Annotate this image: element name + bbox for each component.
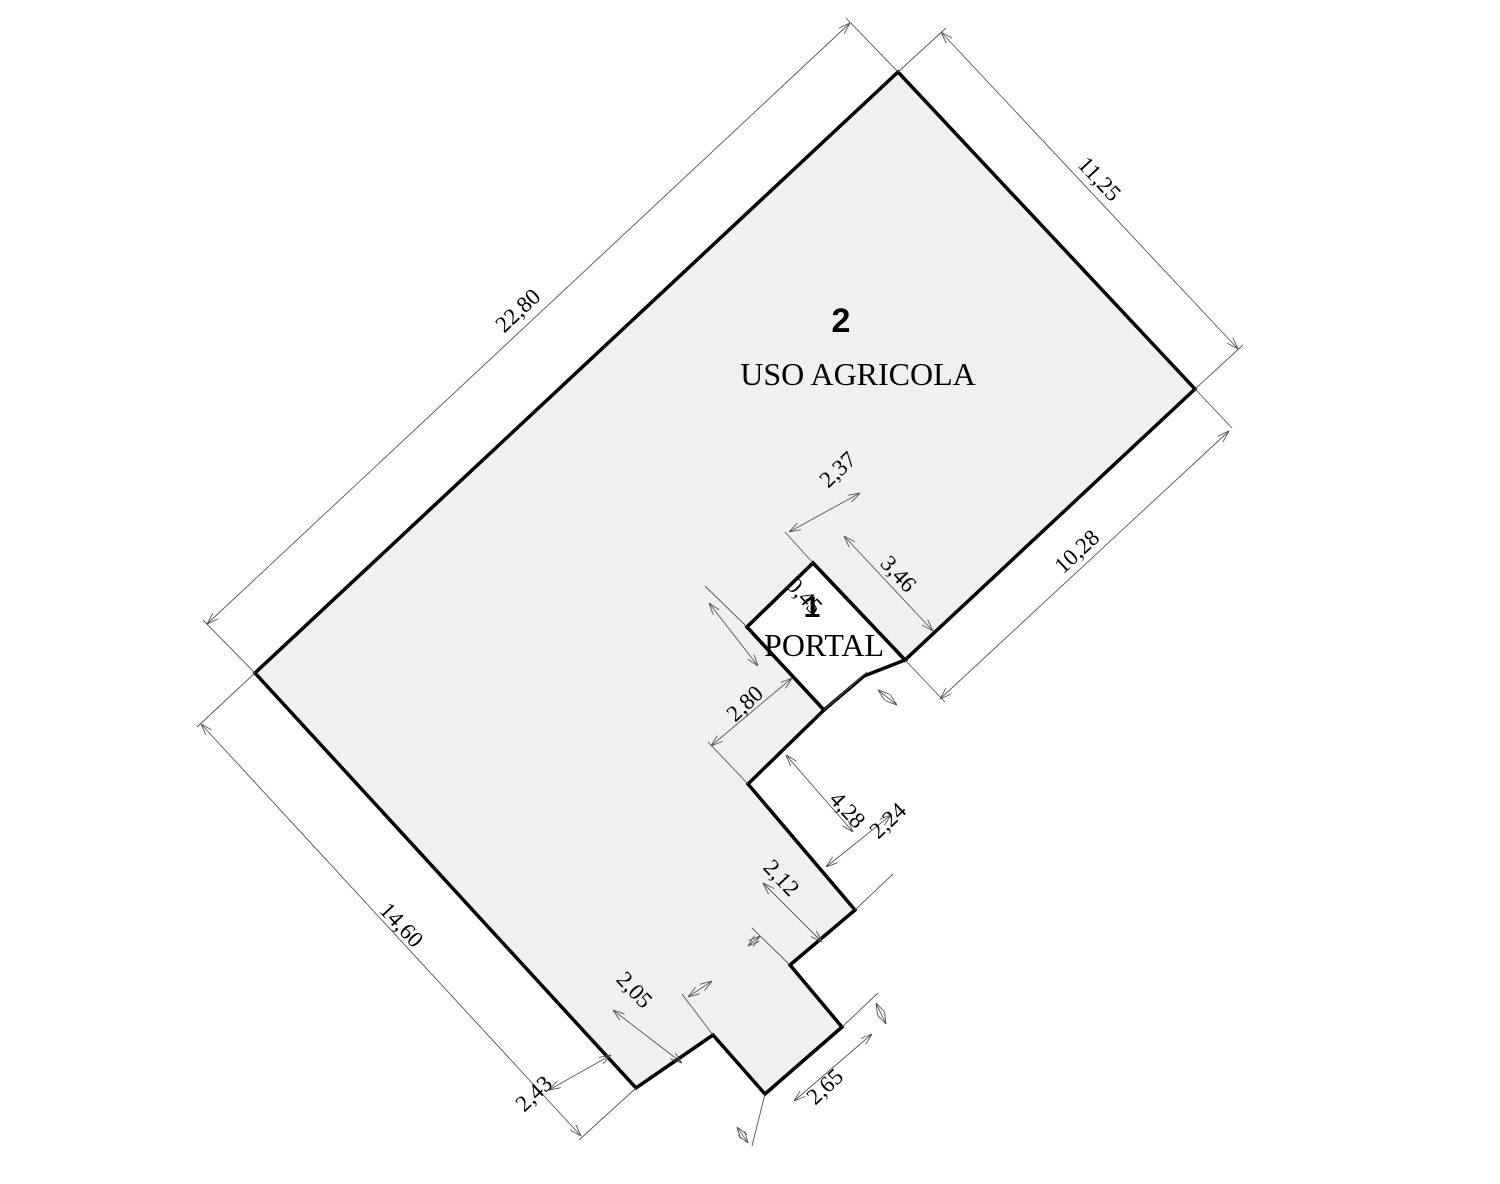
dim-22-80: 22,80: [490, 284, 545, 338]
dimension-lines: [201, 23, 1238, 1143]
dim-2-24: 2,24: [865, 797, 912, 843]
portal-number: 1: [804, 591, 821, 624]
dim-11-25: 11,25: [1073, 152, 1126, 206]
dim-4-28: 4,28: [825, 787, 871, 833]
portal-label: PORTAL: [764, 627, 884, 663]
uso-agricola-parcel: [252, 69, 1198, 1097]
uso-agricola-label: USO AGRICOLA: [740, 356, 976, 392]
dim-10-28: 10,28: [1049, 525, 1104, 579]
dim-2-43: 2,43: [511, 1071, 557, 1117]
dim-14-60: 14,60: [375, 897, 429, 952]
dim-2-65: 2,65: [802, 1064, 848, 1110]
uso-agricola-number: 2: [832, 302, 851, 340]
